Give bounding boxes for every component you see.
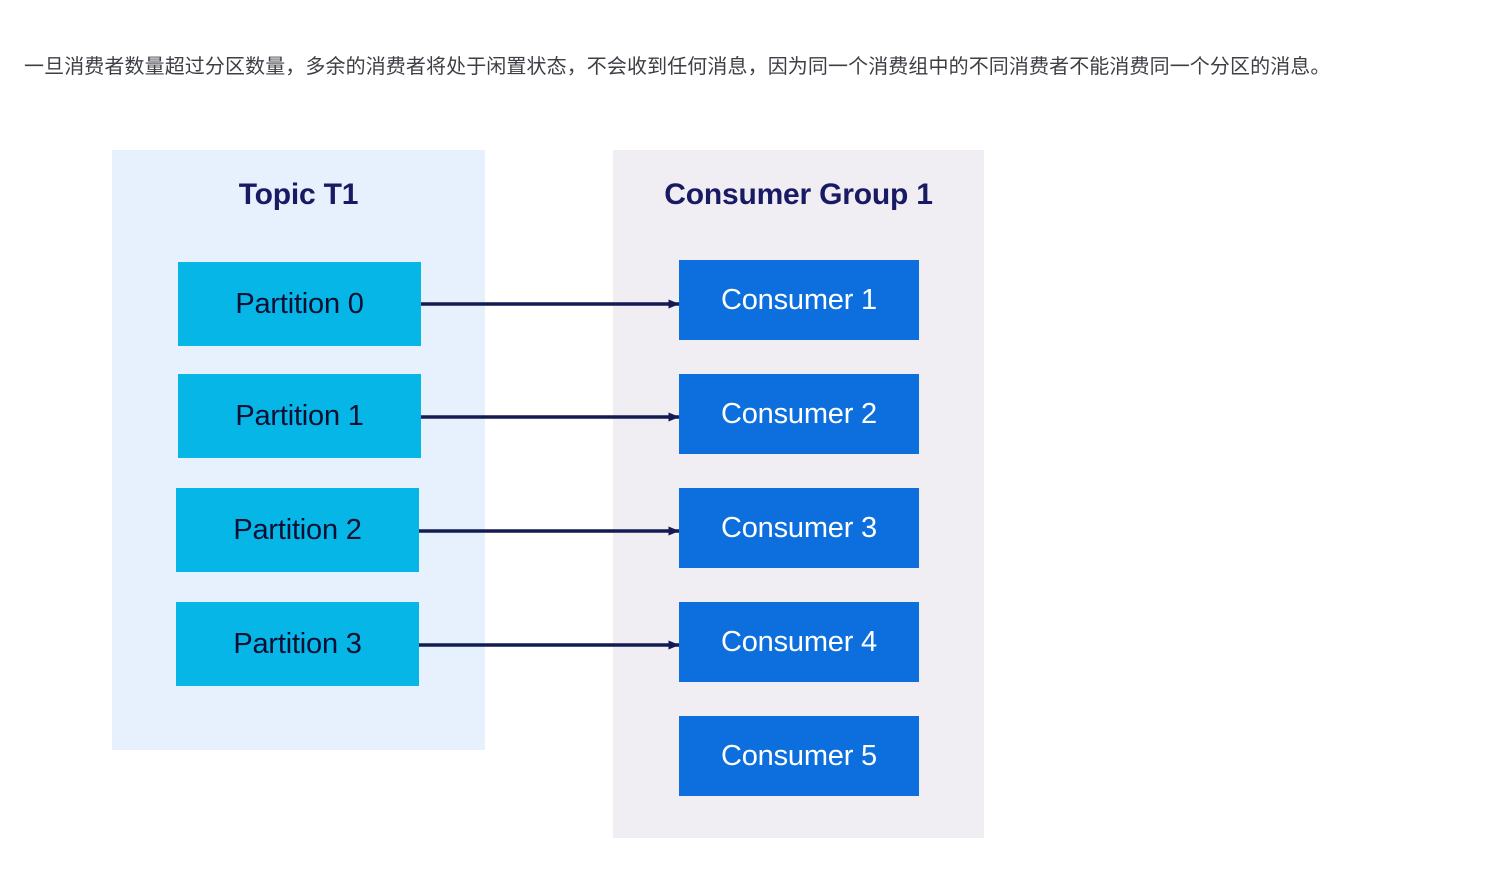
consumer-box-4: Consumer 4 [679,602,919,682]
consumer-box-2: Consumer 2 [679,374,919,454]
partition-box-1: Partition 1 [178,374,421,458]
consumer-box-3: Consumer 3 [679,488,919,568]
partition-box-2: Partition 2 [176,488,419,572]
intro-paragraph: 一旦消费者数量超过分区数量，多余的消费者将处于闲置状态，不会收到任何消息，因为同… [24,56,1331,78]
partition-box-3: Partition 3 [176,602,419,686]
topic-panel: Topic T1 Partition 0 Partition 1 Partiti… [112,150,485,750]
consumer-group-panel-title: Consumer Group 1 [664,178,933,211]
partition-box-0: Partition 0 [178,262,421,346]
consumer-group-panel: Consumer Group 1 Consumer 1 Consumer 2 C… [613,150,984,838]
consumer-box-1: Consumer 1 [679,260,919,340]
consumer-box-5: Consumer 5 [679,716,919,796]
topic-panel-title: Topic T1 [238,178,359,211]
